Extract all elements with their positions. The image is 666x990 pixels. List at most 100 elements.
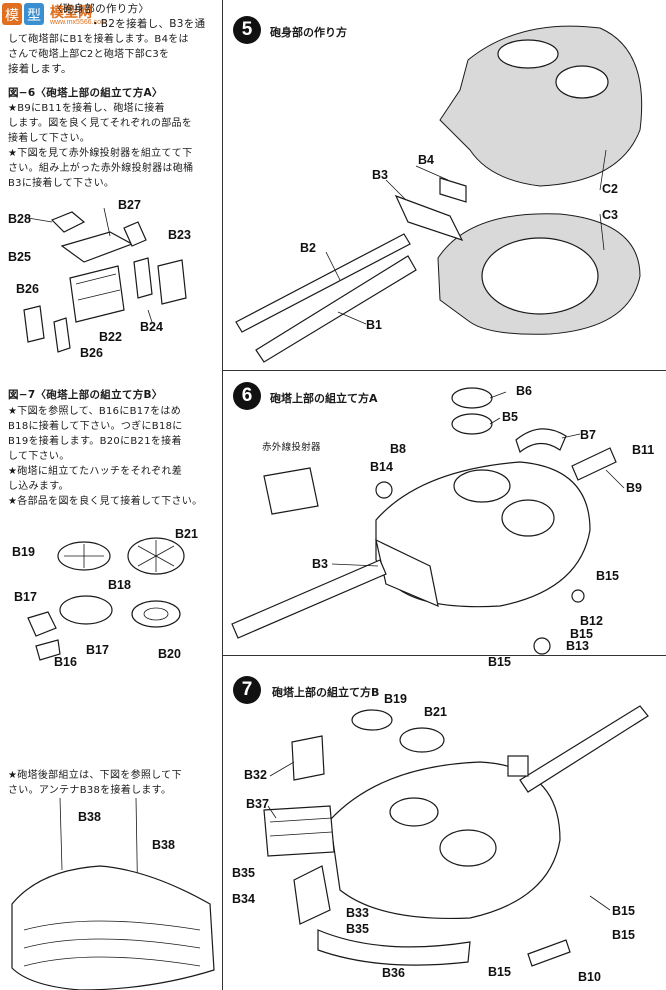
step7-b37-rails: [269, 817, 333, 837]
step7-label-b15a: B15: [612, 904, 635, 918]
step5-art: [235, 25, 643, 363]
fig7-label-b18: B18: [108, 578, 131, 592]
rear-line-0: ★砲塔後部組立は、下図を参照して下: [8, 770, 182, 781]
fig6-line-5: B3に接着して下さい。: [8, 178, 115, 189]
step7-b19-hatch: [351, 709, 393, 731]
step6-b7: [515, 428, 567, 454]
step6-label-b15b: B15: [570, 627, 593, 641]
fig6-label-b26b: B26: [80, 346, 103, 360]
step7-barrel: [519, 705, 649, 793]
rear-basket-rails: [23, 920, 201, 967]
fig6-label-b24: B24: [140, 320, 163, 334]
fig7-parts: [27, 537, 185, 661]
step7-label-b32: B32: [244, 768, 267, 782]
leader-b3: [385, 179, 407, 201]
part-b24b: [157, 259, 187, 305]
turret-hatch-1: [497, 39, 559, 69]
step5-label-b2: B2: [300, 241, 316, 255]
step6-label-b15c: B15: [488, 655, 511, 669]
step6-ir-projector: [263, 467, 319, 515]
fig7-label-b21: B21: [175, 527, 198, 541]
rear-turret-body: [11, 865, 215, 990]
step6-b13: [533, 637, 551, 655]
fig7-heading: 図−7〈砲塔上部の組立て方B〉: [8, 389, 163, 401]
step7-label-b33: B33: [346, 906, 369, 920]
step5-label-c2: C2: [602, 182, 618, 196]
step6-title: 砲塔上部の組立て方A: [270, 392, 378, 405]
rear-line-1: さい。アンテナB38を接着します。: [8, 785, 172, 796]
leader-c2: [599, 149, 607, 191]
step7-b37-basket: [263, 805, 335, 857]
step6-b12: [571, 589, 585, 603]
step7-b10: [527, 939, 571, 967]
step5-divider: [222, 370, 666, 371]
step7-b34: [293, 865, 331, 925]
leader-b7: [561, 433, 581, 439]
step6-number: 6: [233, 382, 261, 410]
step6-label-b6: B6: [516, 384, 532, 398]
step6-label-b11: B11: [632, 443, 655, 457]
part-ir-box: [69, 265, 125, 323]
step6-label-b7: B7: [580, 428, 596, 442]
step5-label-b4: B4: [418, 153, 434, 167]
part-ir-box-detail: [75, 273, 121, 301]
part-b26b: [53, 317, 71, 353]
fig6-line-0: ★B9にB11を接着し、砲塔に接着: [8, 103, 165, 114]
fig7-line-4: ★砲塔に組立てたハッチをそれぞれ差: [8, 466, 183, 477]
rear-turret: [11, 797, 215, 990]
step7-label-b19: B19: [384, 692, 407, 706]
step6-ir-label: 赤外線投射器: [262, 442, 321, 453]
step7-label-b21: B21: [424, 705, 447, 719]
fig7-label-b19: B19: [12, 545, 35, 559]
svg-text:型: 型: [27, 8, 41, 24]
part-b19-detail: [64, 544, 104, 568]
leader-b1: [337, 311, 367, 325]
fig6-label-b28: B28: [8, 212, 31, 226]
turret-upper-c2: [439, 25, 643, 187]
step7-stowage-box: [507, 755, 529, 777]
intro-line-2: して砲塔部にB1を接着します。B4をは: [8, 34, 189, 45]
step7-b21-hatch: [399, 727, 445, 753]
part-b1-barrel: [255, 255, 417, 363]
part-b24a: [133, 257, 153, 299]
part-b21-detail: [137, 540, 175, 572]
fig7-line-3: して下さい。: [8, 451, 70, 462]
rear-label-b38a: B38: [78, 810, 101, 824]
step6-hatch-ring-2: [501, 499, 555, 537]
step5-title: 砲身部の作り方: [270, 26, 347, 39]
leader-b37: [267, 805, 277, 819]
step5-label-b3: B3: [372, 168, 388, 182]
fig6-line-4: さい。組み上がった赤外線投射器は砲桶: [8, 163, 194, 174]
fig6-label-b22: B22: [99, 330, 122, 344]
part-b20-inner: [143, 607, 169, 621]
part-b16: [35, 639, 61, 661]
step7-label-b15b: B15: [612, 928, 635, 942]
fig7-line-0: ★下図を参照して、B16にB17をはめ: [8, 406, 182, 417]
fig6-label-b27: B27: [118, 198, 141, 212]
step5-number: 5: [233, 16, 261, 44]
step7-label-b35b: B35: [346, 922, 369, 936]
fig7-line-6: ★各部品を図を良く見て接着して下さい。: [8, 496, 203, 507]
step7-number: 7: [233, 676, 261, 704]
fig7-line-1: B18に接着して下さい。つぎにB18に: [8, 421, 183, 432]
step7-label-b36: B36: [382, 966, 405, 980]
rear-label-b38b: B38: [152, 838, 175, 852]
column-divider: [222, 0, 223, 990]
watermark-text: 模型网: [50, 4, 92, 20]
step7-label-b35a: B35: [232, 866, 255, 880]
step6-b5-ring: [451, 413, 493, 435]
step6-label-b15a: B15: [596, 569, 619, 583]
leader-b3-step6: [331, 563, 379, 567]
part-b2-barrel: [235, 233, 411, 333]
part-b4: [439, 177, 467, 203]
fig7-label-b16: B16: [54, 655, 77, 669]
step7-label-b10: B10: [578, 970, 601, 984]
step6-label-b12: B12: [580, 614, 603, 628]
fig6-line-1: します。図を良く見てそれぞれの部品を: [8, 118, 193, 129]
leader-c3: [599, 213, 605, 251]
step6-hatch-ring-1: [453, 469, 511, 503]
intro-line-1: ・B2を接着し、B3を通: [90, 18, 206, 30]
fig6-label-b25: B25: [8, 250, 31, 264]
step7-label-b34: B34: [232, 892, 255, 906]
